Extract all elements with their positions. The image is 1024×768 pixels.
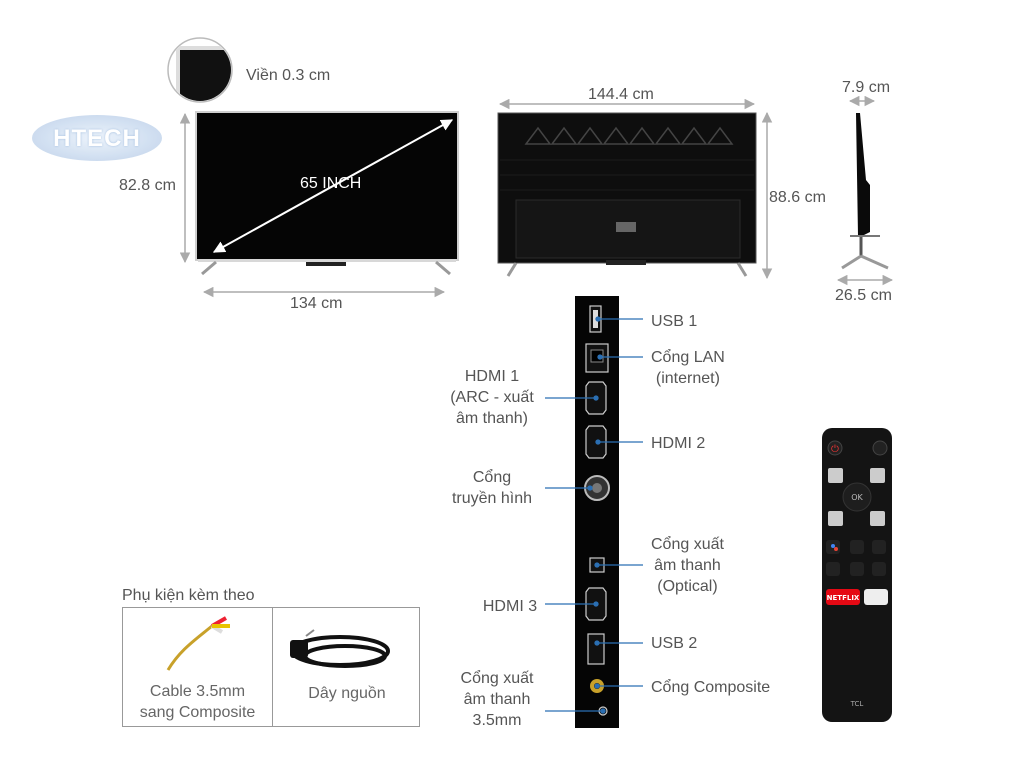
port-hdmi2-label: HDMI 2 <box>651 435 706 452</box>
port-callout-lines <box>545 316 643 714</box>
side-depth-bottom-label: 26.5 cm <box>835 287 892 304</box>
port-hdmi3-label: HDMI 3 <box>482 598 538 615</box>
svg-text:⏻: ⏻ <box>831 444 839 455</box>
power-cord-image <box>290 629 390 668</box>
htech-watermark-logo: HTECH <box>32 115 162 161</box>
side-tv <box>841 113 889 270</box>
watermark-text: HTECH <box>53 125 141 152</box>
composite-cable-image <box>166 616 230 671</box>
diagonal-label: 65 INCH <box>300 175 362 192</box>
front-tv <box>195 111 459 276</box>
accessories-title: Phụ kiện kèm theo <box>122 587 255 604</box>
front-width-label: 134 cm <box>290 295 343 312</box>
back-tv <box>497 112 757 277</box>
accessory-power-cord-caption: Dây nguồn <box>308 685 386 702</box>
accessories-divider <box>272 608 273 726</box>
back-height-label: 88.6 cm <box>769 189 826 206</box>
port-strip <box>575 296 619 728</box>
remote-brand: TCL <box>850 700 864 708</box>
remote-control: ⏻ OK <box>822 428 892 722</box>
port-usb1-label: USB 1 <box>651 313 698 330</box>
remote-netflix-button: NETFLIX <box>827 594 860 602</box>
port-lan-label: Cổng LAN(internet) <box>651 349 725 387</box>
svg-text:OK: OK <box>851 493 863 502</box>
front-height-label: 82.8 cm <box>119 177 176 194</box>
bezel-zoom-circle <box>167 37 233 103</box>
bezel-label: Viền 0.3 cm <box>246 67 331 84</box>
port-usb2-label: USB 2 <box>651 635 698 652</box>
port-composite-label: Cổng Composite <box>651 679 771 696</box>
side-depth-top-label: 7.9 cm <box>842 79 891 96</box>
diagonal-arrow <box>212 119 454 253</box>
back-width-label: 144.4 cm <box>588 86 654 103</box>
